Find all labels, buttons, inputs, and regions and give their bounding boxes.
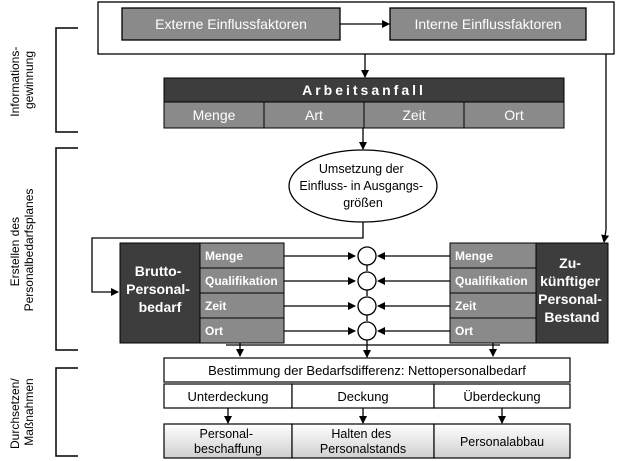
gross-item-label: Ort <box>205 324 223 338</box>
future-item-label: Qualifikation <box>455 274 528 288</box>
future-item-label: Zeit <box>455 299 476 313</box>
arrow-internal-to-future-stock <box>601 54 610 243</box>
external-factors-box <box>121 7 341 41</box>
comparison-circle <box>357 321 377 341</box>
gross-item-label: Menge <box>205 249 243 263</box>
internal-factors-box <box>389 7 587 41</box>
gross-item-label: Zeit <box>205 299 226 313</box>
workload-cell-label: Art <box>305 107 323 123</box>
phase-label-planning: Erstellen des Personalbedarfsplanes <box>8 189 36 312</box>
future-stock-box <box>535 242 609 344</box>
workload-cell-label: Zeit <box>402 107 425 123</box>
future-items: Menge Qualifikation Zeit Ort <box>449 242 537 344</box>
comparison-circle <box>357 271 377 291</box>
workload-cell-label: Menge <box>193 107 236 123</box>
phase-brackets <box>55 27 78 457</box>
workload-cell-label: Ort <box>504 107 524 123</box>
gross-items: Menge Qualifikation Zeit Ort <box>199 242 285 344</box>
measure-retention: Halten des Personalstands <box>320 427 406 456</box>
workload-title: Arbeitsanfall <box>302 82 426 98</box>
measure-recruitment: Personal- beschaffung <box>194 427 262 456</box>
phase-label-measures: Durchsetzen/ Maßnahmen <box>8 375 36 449</box>
case-label-coverage: Deckung <box>337 389 388 404</box>
future-item <box>449 292 537 319</box>
comparison-circles <box>357 246 377 341</box>
workload-header <box>163 77 565 103</box>
workload-cell <box>363 101 465 129</box>
future-stock-label: Zu- künftiger Personal- Bestand <box>538 255 606 325</box>
difference-box <box>163 357 571 383</box>
future-item-label: Ort <box>455 324 473 338</box>
workload-cell <box>463 101 565 129</box>
workload-cell <box>263 101 365 129</box>
comparison-circle <box>357 296 377 316</box>
measure-box <box>433 423 571 459</box>
measure-reduction: Personalabbau <box>460 435 544 449</box>
arrows-to-difference <box>226 340 500 358</box>
comparison-circle <box>357 246 377 266</box>
arrow-conversion-to-gross <box>91 222 364 296</box>
measure-box <box>291 423 435 459</box>
conversion-label: Umsetzung der Einfluss- in Ausgangs- grö… <box>299 162 426 210</box>
external-factors-label: Externe Einflussfaktoren <box>155 16 307 32</box>
workload-cells: Menge Art Zeit Ort <box>163 101 565 129</box>
arrows-to-measures <box>224 408 506 424</box>
difference-title: Bestimmung der Bedarfsdifferenz: Nettope… <box>208 363 526 378</box>
future-item-label: Menge <box>455 249 493 263</box>
gross-item-label: Qualifikation <box>205 274 278 288</box>
future-item <box>449 317 537 344</box>
gross-item <box>199 267 285 294</box>
case-label-shortage: Unterdeckung <box>188 389 269 404</box>
future-item <box>449 267 537 294</box>
case-label-surplus: Überdeckung <box>463 389 540 404</box>
internal-factors-label: Interne Einflussfaktoren <box>414 16 561 32</box>
gross-requirement-box <box>119 242 201 344</box>
phase-label-information: Informations- gewinnung <box>8 43 36 116</box>
gross-requirement-label: Brutto- Personal- bedarf <box>126 263 194 315</box>
comparison-connectors <box>284 252 450 335</box>
